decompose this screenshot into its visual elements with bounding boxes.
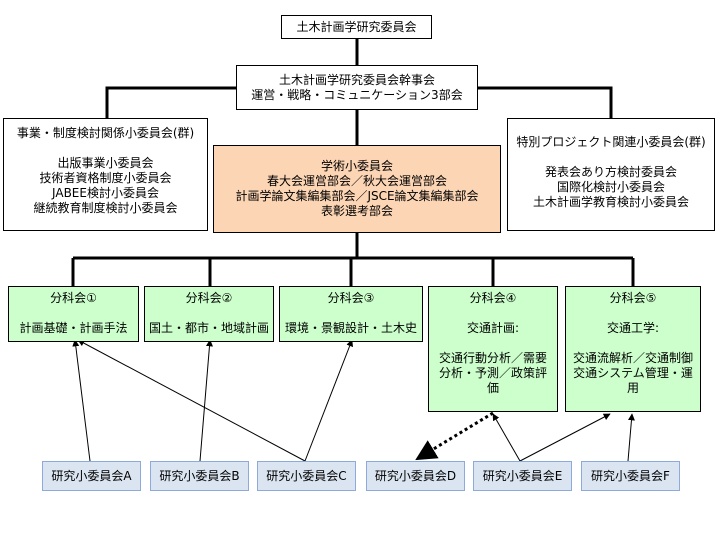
subcommittee-body: 交通行動分析／需要分析・予測／政策評価 (438, 351, 547, 395)
subcommittee-title: 分科会④ (469, 291, 517, 305)
academic-line: 表彰選考部会 (320, 204, 393, 218)
subcommittee-title: 分科会⑤ (609, 291, 657, 305)
top-committee: 土木計画学研究委員会 (281, 15, 432, 39)
executive-line-2: 運営・戦略・コミュニケーション3部会 (251, 87, 463, 102)
arrow-c-1 (77, 339, 306, 462)
arrow-e-5 (519, 413, 611, 462)
subcommittee-title: 分科会③ (327, 291, 375, 305)
left-group-item: 技術者資格制度小委員会 (39, 171, 172, 185)
left-group-item: 継続教育制度検討小委員会 (33, 201, 178, 215)
research-committee-e: 研究小委員会E (473, 461, 572, 491)
research-label: 研究小委員会E (482, 468, 563, 483)
research-label: 研究小委員会F (591, 468, 670, 483)
right-group-title: 特別プロジェクト関連小委員会(群) (516, 135, 706, 149)
academic-line: 計画学論文集編集部会／JSCE論文集編集部会 (235, 189, 479, 203)
subcommittee-body: 交通工学: (606, 321, 660, 335)
subcommittee-5: 分科会⑤ 交通工学: 交通流解析／交通制御交通システム管理・運用 (565, 286, 701, 412)
subcommittee-1: 分科会① 計画基礎・計画手法 (8, 286, 139, 342)
subcommittee-body: 環境・景観設計・土木史 (284, 321, 417, 335)
left-committee-group: 事業・制度検討関係小委員会(群) 出版事業小委員会 技術者資格制度小委員会 JA… (3, 118, 208, 231)
research-committee-f: 研究小委員会F (581, 461, 680, 491)
academic-line: 学術小委員会 (320, 159, 393, 173)
right-committee-group: 特別プロジェクト関連小委員会(群) 発表会あり方検討委員会 国際化検討小委員会 … (507, 118, 715, 231)
subcommittee-4: 分科会④ 交通計画: 交通行動分析／需要分析・予測／政策評価 (428, 286, 558, 412)
subcommittee-3: 分科会③ 環境・景観設計・土木史 (279, 286, 423, 342)
research-label: 研究小委員会D (374, 468, 457, 483)
academic-line: 春大会運営部会／秋大会運営部会 (266, 174, 447, 188)
arrow-a-1 (72, 339, 91, 462)
subcommittee-title: 分科会① (50, 291, 97, 305)
academic-committee: 学術小委員会 春大会運営部会／秋大会運営部会 計画学論文集編集部会／JSCE論文… (213, 145, 501, 233)
subcommittee-body: 交通流解析／交通制御交通システム管理・運用 (572, 351, 693, 395)
subcommittee-body: 国土・都市・地域計画 (148, 321, 269, 335)
subcommittee-2: 分科会② 国土・都市・地域計画 (144, 286, 274, 342)
research-committee-a: 研究小委員会A (42, 461, 141, 491)
research-label: 研究小委員会A (51, 468, 132, 483)
subcommittee-title: 分科会② (185, 291, 233, 305)
research-committee-d: 研究小委員会D (366, 461, 465, 491)
executive-line-1: 土木計画学研究委員会幹事会 (278, 72, 435, 87)
research-label: 研究小委員会C (266, 468, 347, 483)
executive-committee: 土木計画学研究委員会幹事会 運営・戦略・コミュニケーション3部会 (236, 65, 478, 110)
subcommittee-body: 計画基礎・計画手法 (19, 321, 128, 335)
arrow-b-2 (199, 339, 213, 462)
arrow-e-4 (492, 413, 521, 462)
link-exec-left (105, 86, 236, 118)
right-group-item: 発表会あり方検討委員会 (544, 165, 677, 179)
left-group-item: JABEE検討小委員会 (52, 186, 159, 200)
right-group-item: 国際化検討小委員会 (556, 180, 665, 194)
arrow-c-3 (304, 339, 353, 462)
right-group-item: 土木計画学教育検討小委員会 (532, 195, 689, 209)
arrow-dotted-4-d (415, 411, 494, 461)
left-group-title: 事業・制度検討関係小委員会(群) (16, 126, 195, 140)
top-committee-title: 土木計画学研究委員会 (296, 19, 417, 34)
subcommittee-body: 交通計画: (466, 321, 520, 335)
left-group-item: 出版事業小委員会 (57, 156, 154, 170)
research-committee-c: 研究小委員会C (257, 461, 356, 491)
research-committee-b: 研究小委員会B (150, 461, 249, 491)
link-exec-right (478, 86, 613, 118)
arrow-f-5 (627, 413, 635, 462)
research-label: 研究小委員会B (159, 468, 240, 483)
